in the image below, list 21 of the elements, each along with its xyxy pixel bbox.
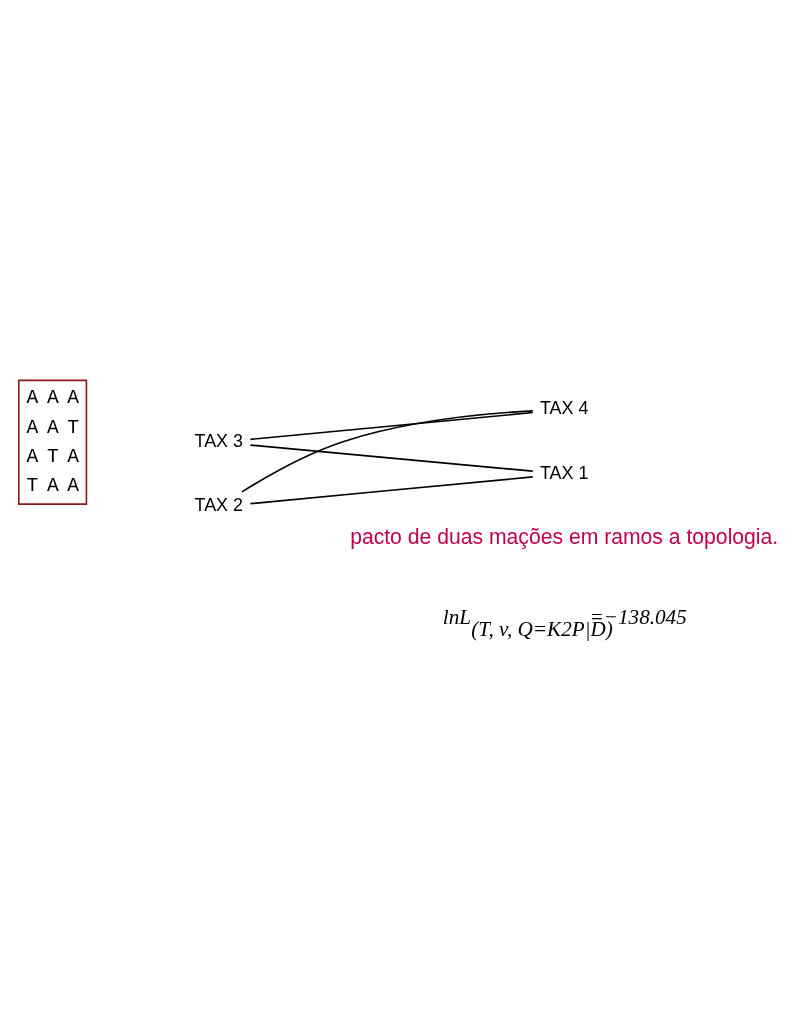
label: A [67,474,80,497]
label: A [46,386,59,409]
label: T [26,474,39,497]
connector [241,409,534,493]
label: A [67,445,80,468]
label: T [67,416,80,439]
node-text: TAX 1 [539,462,589,483]
node-text: TAX 4 [539,397,589,418]
label: pacto de duas mações em ramos a topologia. [350,524,779,548]
label: A [26,416,39,439]
node-text: TAX 3 [194,430,244,451]
label: T [46,445,59,468]
label: A [26,445,39,468]
label: A [46,474,59,497]
connector [249,475,534,504]
label: A [26,386,39,409]
label: A [67,386,80,409]
label: A [46,416,59,439]
connector [249,443,534,472]
node-text: TAX 2 [194,494,244,515]
connector [249,411,534,440]
